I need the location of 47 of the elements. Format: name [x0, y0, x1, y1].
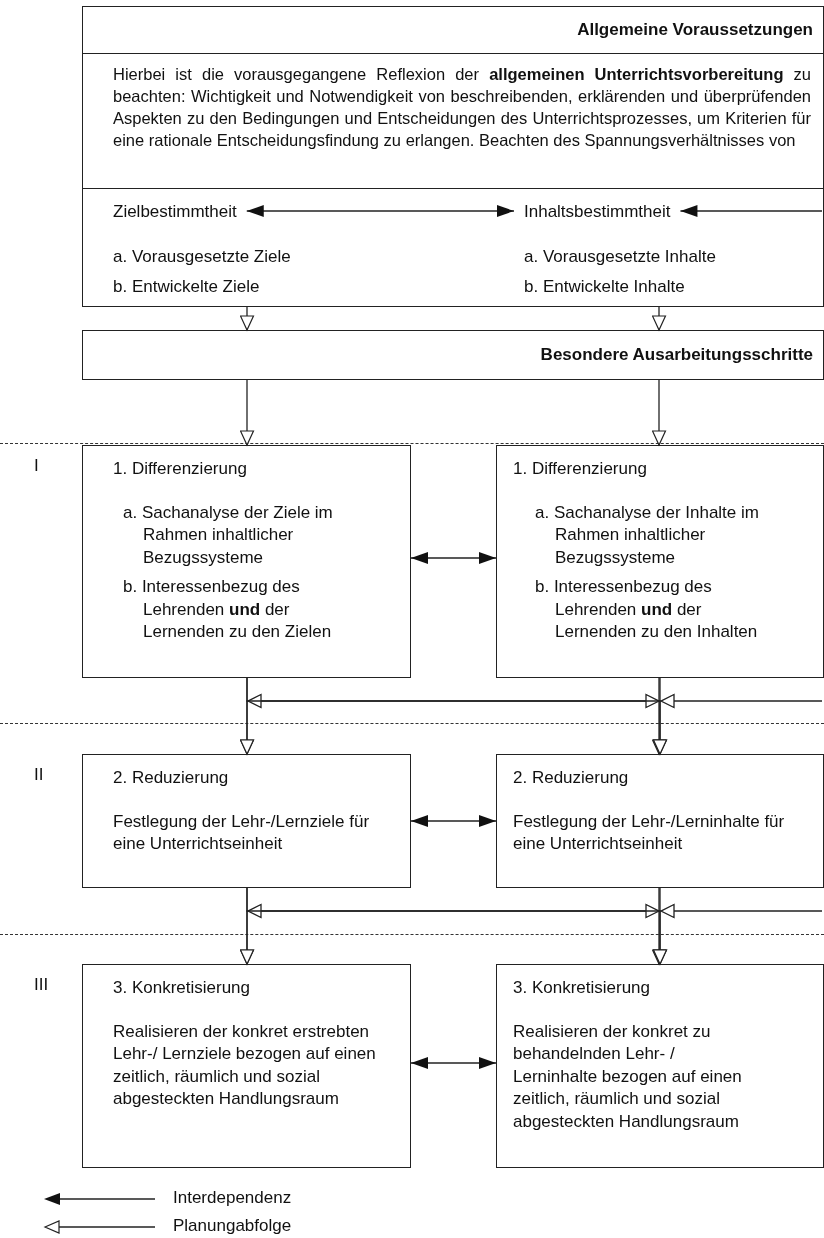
level-numeral: II — [34, 764, 44, 786]
step-box — [82, 964, 411, 1168]
step-box — [82, 754, 411, 888]
step-description: Realisieren der konkret erstrebten Lehr-/ Lernziele bezogen auf einen zeitlich, räumlich und sozial abgesteckten Handlungsraum — [113, 1020, 377, 1110]
column-heading: Inhaltsbestimmtheit — [524, 201, 671, 224]
step-heading: 3. Konkretisierung — [513, 977, 652, 999]
step-description: Festlegung der Lehr-/Lernziele für eine Unterrichtseinheit — [113, 810, 371, 855]
section-heading: Allgemeine Voraussetzungen — [577, 19, 813, 41]
level-numeral: I — [34, 455, 39, 477]
list-item: a. Vorausgesetzte Ziele — [113, 246, 291, 268]
column-heading: Zielbestimmtheit — [113, 201, 237, 224]
list-item: a. Sachanalyse der Ziele im Rahmen inhaltlicher Bezugssysteme — [123, 501, 334, 569]
interdependence-arrow — [410, 552, 497, 564]
planning-arrow — [651, 306, 667, 331]
step-box — [82, 445, 411, 678]
section-heading: Besondere Ausarbeitungsschritte — [540, 344, 813, 366]
list-item: b. Entwickelte Inhalte — [524, 276, 685, 298]
planning-arrow — [652, 903, 823, 965]
list-item: b. Interessenbezug des Lehrenden und der Lernenden zu den Inhalten — [535, 576, 759, 643]
level-numeral: III — [34, 974, 49, 996]
step-description: Realisieren der konkret zu behandelnden Lehr- / Lerninhalte bezogen auf einen zeitlich, räumlich und sozial abgesteckten Handlungsraum — [513, 1020, 743, 1133]
planning-arrow — [239, 379, 255, 446]
paragraph: Hierbei ist die vorausgegangene Reflexion der allgemeinen Unterrichtsvorbereitung zu beachten: Wichtigkeit und Notwendigkeit von beschreibenden, erklärenden und überprüfenden Aspekten zu den Bedingungen und Entscheidungen des Unterrichtsprozesses, um Kriterien für eine rationale Entscheidungsfindung zu erlangen. Beachten des Spannungsverhältnisses von — [113, 64, 811, 151]
step-heading: 2. Reduzierung — [513, 767, 630, 789]
list-item: b. Entwickelte Ziele — [113, 276, 260, 298]
interdependence-arrow — [410, 1057, 497, 1069]
interdependence-arrow — [246, 205, 515, 217]
planning-arrow — [651, 379, 667, 446]
legend-label: Planungabfolge — [173, 1215, 292, 1237]
step-box — [496, 445, 824, 678]
planning-arrow — [652, 693, 823, 755]
list-item: a. Vorausgesetzte Inhalte — [524, 246, 716, 268]
step-box — [496, 754, 824, 888]
planning-arrow — [239, 306, 255, 331]
section-box — [82, 330, 824, 380]
step-description: Festlegung der Lehr-/Lerninhalte für eine Unterrichtseinheit — [513, 810, 786, 855]
step-heading: 1. Differenzierung — [513, 458, 648, 480]
legend-label: Interdependenz — [173, 1187, 292, 1209]
step-box — [496, 964, 824, 1168]
step-heading: 1. Differenzierung — [113, 458, 248, 480]
step-heading: 2. Reduzierung — [113, 767, 230, 789]
interdependence-arrow — [679, 205, 823, 217]
list-item: a. Sachanalyse der Inhalte im Rahmen inhaltlicher Bezugssysteme — [535, 501, 760, 569]
section-box — [82, 6, 824, 307]
step-heading: 3. Konkretisierung — [113, 977, 252, 999]
list-item: b. Interessenbezug des Lehrenden und der Lernenden zu den Zielen — [123, 576, 333, 643]
interdependence-arrow — [410, 815, 497, 827]
